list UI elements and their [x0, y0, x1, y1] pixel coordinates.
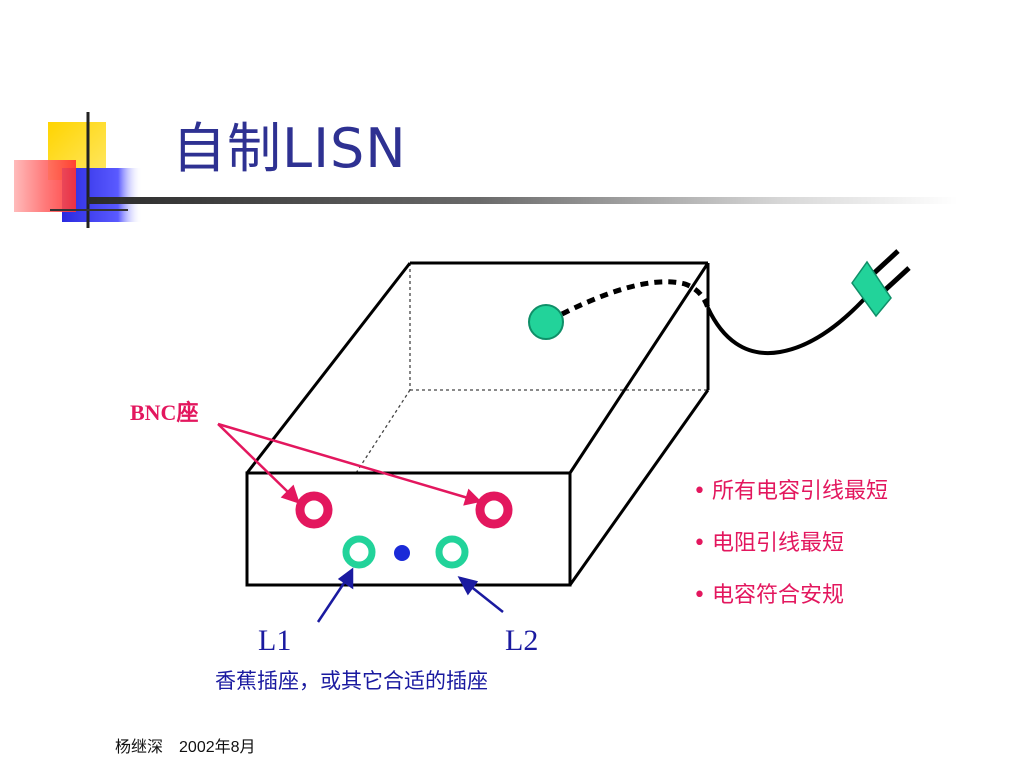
hidden-edges [355, 263, 708, 474]
bullet-item: •所有电容引线最短 [693, 479, 888, 504]
bullet-list: •所有电容引线最短 •电阻引线最短 •电容符合安规 [693, 476, 888, 632]
cable-entry-icon [528, 304, 564, 340]
banana-socket-icon [435, 535, 469, 569]
footer: 杨继深 2002年8月 [115, 733, 256, 757]
socket-caption: 香蕉插座，或其它合适的插座 [215, 669, 488, 693]
power-cable-inside [560, 279, 711, 317]
bnc-connector-icon [475, 491, 513, 529]
l1-label: L1 [258, 624, 291, 657]
box-outline [245, 261, 710, 586]
page-title: 自制LISN [172, 117, 407, 180]
bullet-text: 电容符合安规 [711, 583, 844, 608]
bnc-label: BNC座 [130, 400, 198, 425]
l2-label: L2 [505, 624, 538, 657]
red-square [14, 160, 76, 212]
bnc-pointer-arrows [217, 422, 482, 506]
power-cable [706, 293, 870, 356]
bullet-text: 所有电容引线最短 [711, 479, 888, 504]
footer-author: 杨继深 [115, 737, 164, 756]
banana-socket-icon [342, 535, 376, 569]
title-decoration [14, 112, 142, 228]
ground-dot-icon [394, 545, 410, 561]
bullet-item: •电阻引线最短 [693, 531, 844, 556]
box-front-panel [245, 471, 572, 587]
bullet-item: •电容符合安规 [693, 583, 844, 608]
bnc-connector-icon [295, 491, 333, 529]
power-plug-icon [851, 249, 911, 318]
bullet-text: 电阻引线最短 [711, 531, 844, 556]
title-underline [88, 197, 958, 204]
footer-date: 2002年8月 [179, 739, 256, 756]
l-pointer-arrows [316, 567, 504, 623]
